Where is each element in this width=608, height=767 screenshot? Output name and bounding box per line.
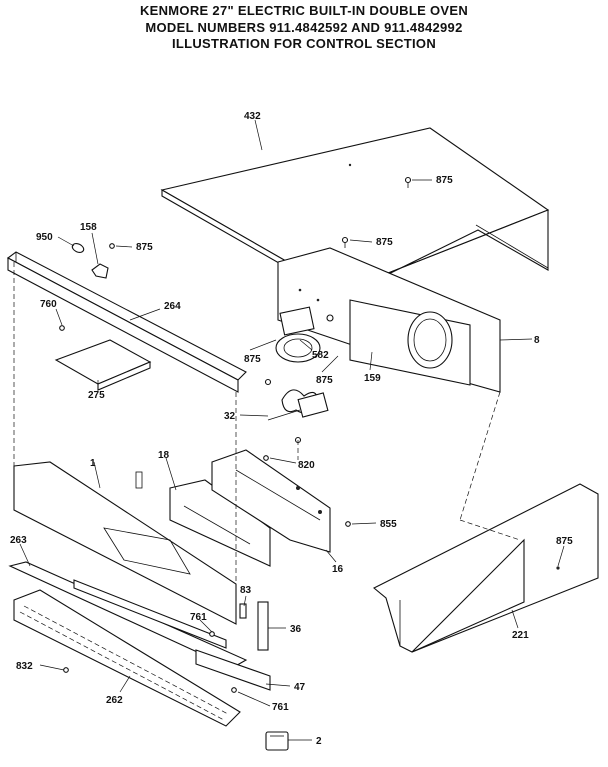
leader-lines [19, 119, 565, 741]
callout-262: 262 [106, 695, 123, 706]
callout-432: 432 [244, 111, 261, 122]
callout-8: 8 [534, 335, 540, 346]
callout-761-b: 761 [272, 702, 289, 713]
callout-1: 1 [90, 458, 96, 469]
part-fan-motor [264, 378, 329, 444]
callout-18: 18 [158, 450, 170, 461]
callout-832: 832 [16, 661, 33, 672]
part-clip-950 [71, 243, 85, 253]
part-front-rail [6, 251, 247, 393]
callout-855: 855 [380, 519, 397, 530]
callout-875-a: 875 [436, 175, 453, 186]
assembly-guide-lines [13, 262, 521, 584]
part-screw-875-top [341, 176, 412, 248]
callout-83: 83 [240, 585, 252, 596]
part-screw-875-left [109, 243, 115, 249]
callout-2: 2 [316, 736, 322, 747]
part-screw-855 [345, 521, 351, 527]
callout-158: 158 [80, 222, 97, 233]
part-screw-761-lower [231, 687, 237, 693]
callout-875-c: 875 [136, 242, 153, 253]
diagram-title-line-3: ILLUSTRATION FOR CONTROL SECTION [171, 36, 437, 51]
part-bracket-36 [257, 601, 269, 651]
callout-264: 264 [164, 301, 181, 312]
part-control-panel [13, 461, 237, 625]
part-trim-47 [195, 649, 271, 691]
callout-820: 820 [298, 460, 315, 471]
part-overlay-18 [135, 471, 271, 567]
part-side-panel [373, 483, 599, 653]
callout-32: 32 [224, 411, 236, 422]
part-bracket-83 [239, 603, 247, 619]
part-blower-motor [275, 306, 334, 363]
callout-36: 36 [290, 624, 302, 635]
callout-582: 582 [312, 350, 329, 361]
part-screw-761-upper [209, 631, 215, 637]
callout-16: 16 [332, 564, 344, 575]
part-back-panel [277, 247, 501, 393]
part-bracket-275 [54, 339, 152, 391]
callout-760: 760 [40, 299, 57, 310]
part-screw-820 [263, 455, 269, 461]
diagram-title-line-2: MODEL NUMBERS 911.4842592 AND 911.484299… [145, 20, 463, 35]
diagram-title-line-1: KENMORE 27" ELECTRIC BUILT-IN DOUBLE OVE… [139, 3, 469, 18]
callout-159: 159 [364, 373, 381, 384]
part-control-board [211, 449, 331, 553]
callout-875-f: 875 [556, 536, 573, 547]
part-bracket-158 [91, 263, 109, 279]
part-knob-2 [265, 731, 289, 751]
callout-263: 263 [10, 535, 27, 546]
part-screw-832 [63, 667, 69, 673]
callout-761-a: 761 [190, 612, 207, 623]
part-screw-760 [59, 325, 65, 331]
callout-875-d: 875 [244, 354, 261, 365]
callout-275: 275 [88, 390, 105, 401]
callout-875-b: 875 [376, 237, 393, 248]
callout-950: 950 [36, 232, 53, 243]
part-vent-grille-262 [13, 589, 241, 727]
part-lower-trim [8, 561, 248, 669]
callout-221: 221 [512, 630, 529, 641]
callout-875-e: 875 [316, 375, 333, 386]
callout-47: 47 [294, 682, 306, 693]
